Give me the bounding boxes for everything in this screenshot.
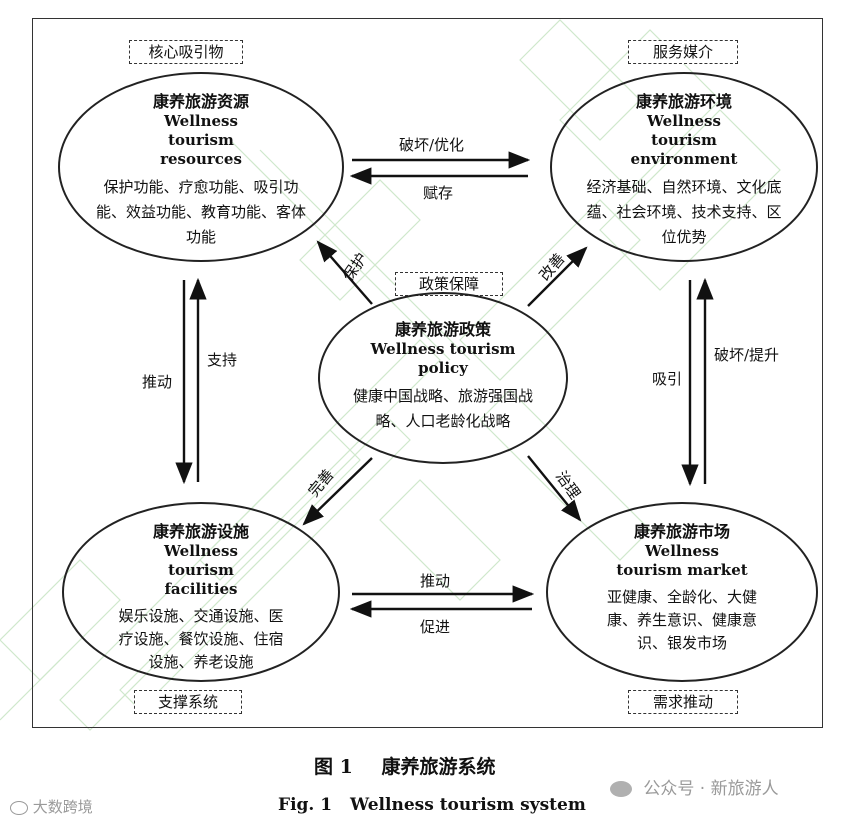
- resources-title-zh: 康养旅游资源: [152, 92, 249, 111]
- market-title-en: Wellness tourism market: [616, 542, 748, 579]
- edge-label-market-to-facilities: 促进: [420, 618, 451, 636]
- wechat-icon: [610, 781, 632, 797]
- market-functions: 亚健康、全龄化、大健康、养生意识、健康意识、银发市场: [606, 588, 757, 652]
- facilities-title-en: Wellness tourism facilities: [164, 542, 238, 598]
- environment-functions: 经济基础、自然环境、文化底蕴、社会环境、技术支持、区位优势: [586, 178, 782, 246]
- caption-zh-title: 康养旅游系统: [381, 756, 496, 778]
- watermark-right-text: 公众号 · 新旅游人: [643, 779, 779, 799]
- environment-title-en: Wellness tourism environment: [630, 112, 738, 168]
- policy-tag: 政策保障: [395, 272, 503, 296]
- market-tag: 需求推动: [628, 690, 738, 714]
- resources-title-en: Wellness tourism resources: [160, 112, 242, 168]
- environment-tag: 服务媒介: [628, 40, 738, 64]
- environment-title-zh: 康养旅游环境: [635, 92, 732, 111]
- resources-functions: 保护功能、疗愈功能、吸引功能、效益功能、教育功能、客体功能: [95, 178, 306, 246]
- diagram-frame: [32, 18, 823, 728]
- caption-en: Fig. 1 Wellness tourism system: [278, 795, 586, 815]
- caption-en-label: Fig. 1: [278, 795, 333, 815]
- node-market: 康养旅游市场 Wellness tourism market 亚健康、全龄化、大…: [546, 502, 818, 682]
- facilities-tag: 支撑系统: [134, 690, 242, 714]
- edge-label-resources-to-environment: 破坏/优化: [399, 136, 465, 154]
- policy-functions: 健康中国战略、旅游强国战略、人口老龄化战略: [352, 387, 533, 430]
- arrow-policy-to-facilities: [302, 457, 373, 526]
- node-environment: 康养旅游环境 Wellness tourism environment 经济基础…: [550, 72, 818, 262]
- caption-zh: 图 1 康养旅游系统: [314, 752, 495, 779]
- market-title-zh: 康养旅游市场: [633, 522, 730, 541]
- facilities-functions: 娱乐设施、交通设施、医疗设施、餐饮设施、住宿设施、养老设施: [118, 607, 284, 671]
- edge-label-environment-to-resources: 赋存: [423, 184, 454, 202]
- edge-label-environment-market-right: 破坏/提升: [714, 346, 780, 364]
- arrow-policy-to-market: [527, 455, 582, 522]
- watermark-left-text: 大数跨境: [32, 798, 93, 816]
- node-facilities: 康养旅游设施 Wellness tourism facilities 娱乐设施、…: [62, 502, 340, 682]
- watermark-right: 公众号 · 新旅游人: [610, 774, 779, 799]
- watermark-left-icon: [10, 800, 28, 815]
- watermark-left: 大数跨境: [10, 796, 93, 817]
- arrow-policy-to-resources: [316, 240, 373, 305]
- node-resources: 康养旅游资源 Wellness tourism resources 保护功能、疗…: [58, 72, 344, 262]
- edge-label-facilities-to-market: 推动: [420, 572, 451, 590]
- node-policy: 康养旅游政策 Wellness tourism policy 健康中国战略、旅游…: [318, 292, 568, 464]
- policy-title-zh: 康养旅游政策: [394, 320, 491, 339]
- edge-label-environment-market-left: 吸引: [652, 370, 683, 388]
- edge-label-resources-facilities-left: 推动: [142, 373, 173, 391]
- caption-en-title: Wellness tourism system: [350, 795, 586, 815]
- arrow-policy-to-environment: [527, 246, 588, 307]
- policy-title-en: Wellness tourism policy: [370, 340, 516, 377]
- caption-zh-label: 图 1: [314, 756, 353, 778]
- facilities-title-zh: 康养旅游设施: [152, 522, 249, 541]
- edge-label-resources-facilities-right: 支持: [207, 351, 238, 369]
- resources-tag: 核心吸引物: [129, 40, 243, 64]
